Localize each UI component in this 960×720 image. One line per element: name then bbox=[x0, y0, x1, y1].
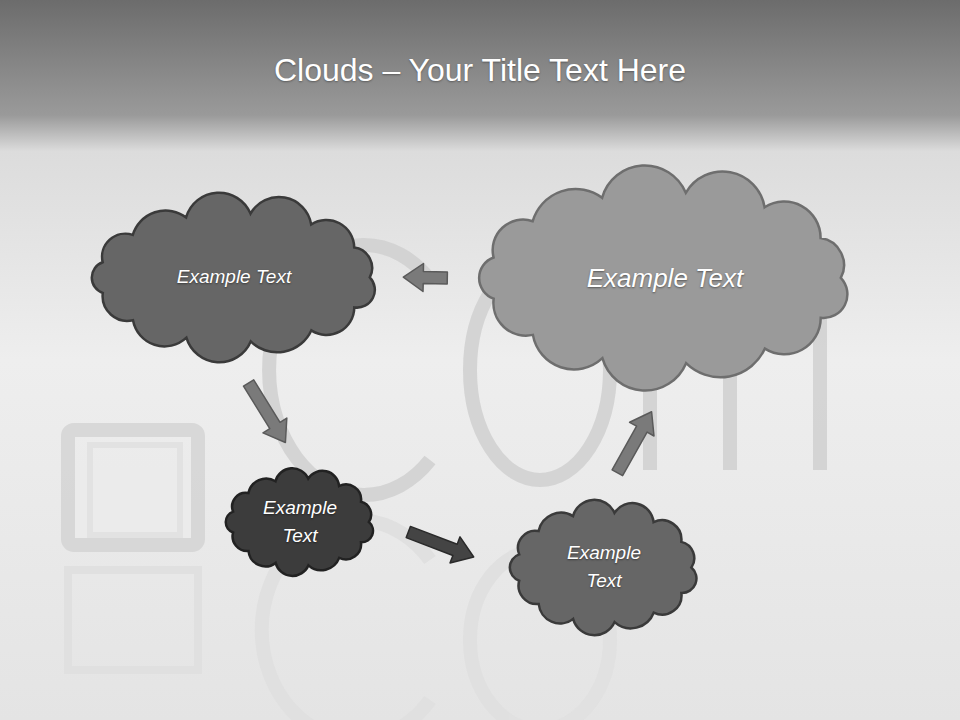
cloud-outline bbox=[218, 466, 382, 578]
block-arrow bbox=[403, 264, 447, 292]
block-arrow bbox=[244, 380, 287, 443]
cloud-fill bbox=[91, 192, 374, 362]
cloud-shape: Example Text bbox=[218, 466, 382, 578]
cloud-fill bbox=[226, 468, 373, 576]
slide-title: Clouds – Your Title Text Here bbox=[0, 52, 960, 89]
cloud-fill bbox=[510, 499, 697, 634]
cloud-text: Example Text bbox=[134, 263, 334, 292]
cloud-text: Example Text bbox=[255, 494, 345, 551]
block-arrow bbox=[612, 412, 654, 476]
cloud-shape: Example Text bbox=[73, 195, 396, 360]
cloud-fill bbox=[479, 165, 847, 390]
cloud-shape: Example Text bbox=[500, 497, 708, 638]
cloud-text: Example Text bbox=[559, 539, 649, 596]
cloud-shape: Example Text bbox=[455, 168, 874, 388]
cloud-text: Example Text bbox=[535, 259, 795, 298]
block-arrow bbox=[406, 526, 474, 563]
cloud-outline bbox=[500, 497, 708, 638]
